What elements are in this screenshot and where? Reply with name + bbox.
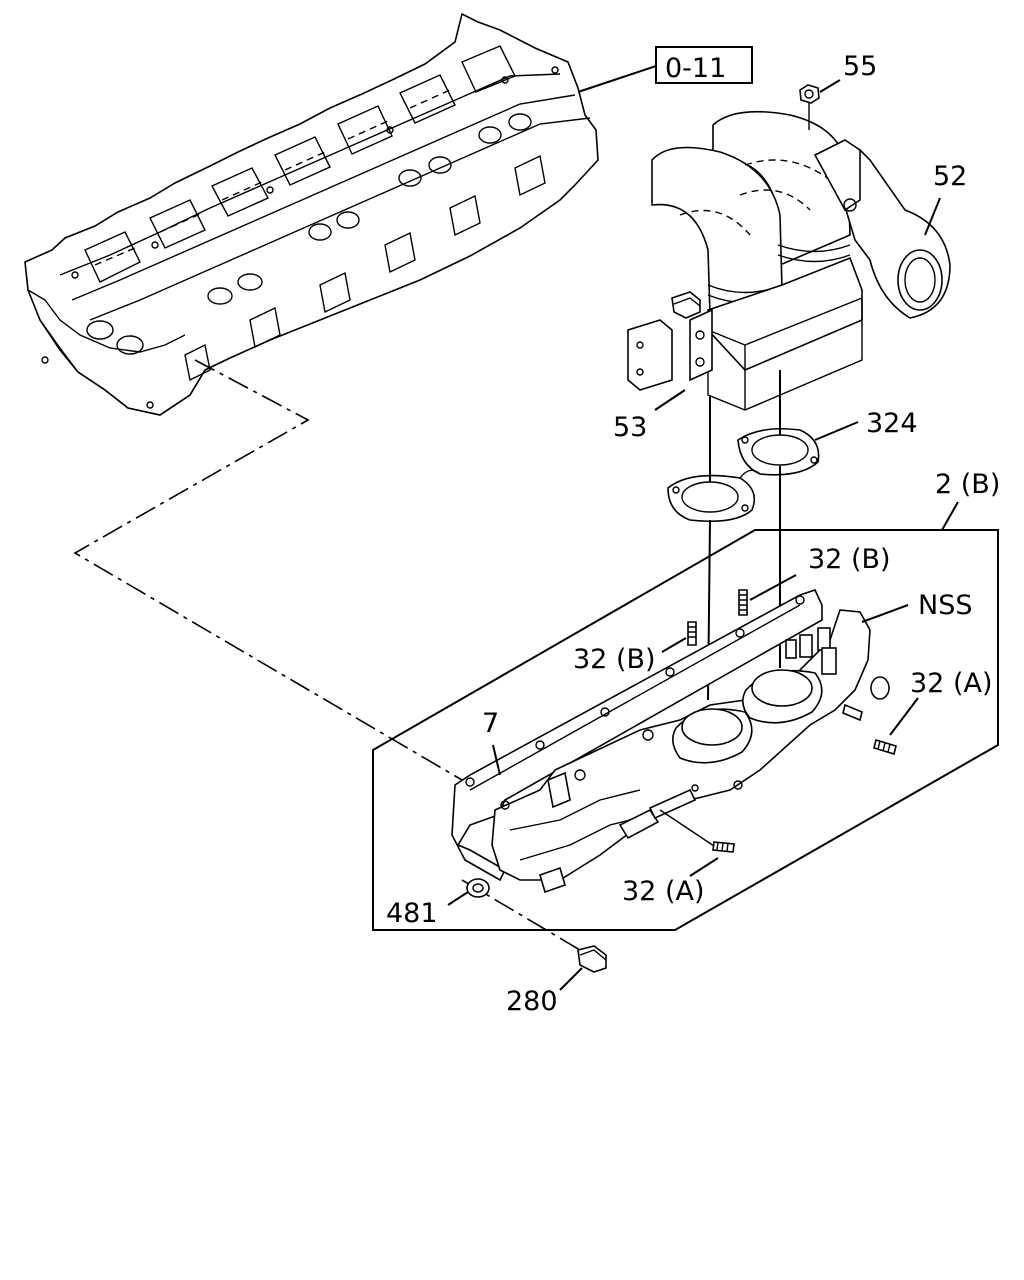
bolt-53-drawing [671,291,701,319]
stud-32b-top-drawing [738,589,748,616]
leader-7 [492,744,501,776]
label-32b-left: 32 (B) [573,644,656,675]
leader-481 [447,891,469,906]
stud-32a-bottom-drawing [659,809,735,853]
leader-52 [924,197,941,236]
ref-leader [577,65,657,93]
label-32b-top: 32 (B) [808,544,891,575]
label-32a-right: 32 (A) [910,668,992,699]
alignment-chain-line [73,359,463,781]
leader-32b-top [749,574,797,601]
stud-32a-right-drawing [842,703,897,756]
intake-manifold-drawing [451,589,890,894]
label-324: 324 [866,408,918,439]
stud-32b-left-drawing [687,621,697,646]
leader-nss [861,604,909,623]
bolt-alignment-line [461,879,581,951]
ref-box-label: 0-11 [665,53,726,84]
label-280: 280 [506,986,558,1017]
leader-2b [941,501,959,531]
group-2b-box [372,529,999,931]
washer-481-drawing [466,878,490,898]
label-53: 53 [613,412,647,443]
leader-53 [654,389,686,411]
ref-box [655,46,753,84]
bolt-280-drawing [577,945,607,973]
leader-32b-left [661,637,687,653]
label-481: 481 [386,898,438,929]
cylinder-head-drawing [24,12,599,416]
air-duct-drawing [627,110,951,411]
label-32a-bottom: 32 (A) [622,876,704,907]
label-52: 52 [933,161,967,192]
leader-32a-bottom [689,857,719,877]
label-55: 55 [843,51,877,82]
nut-55-drawing [799,84,820,130]
leader-55 [819,79,841,93]
label-7: 7 [482,708,499,739]
gaskets-324-drawing [667,427,820,523]
label-nss: NSS [918,590,972,621]
label-2b: 2 (B) [935,469,1000,500]
leader-280 [559,967,583,991]
leader-32a-right [889,697,919,736]
leader-324 [814,421,859,441]
